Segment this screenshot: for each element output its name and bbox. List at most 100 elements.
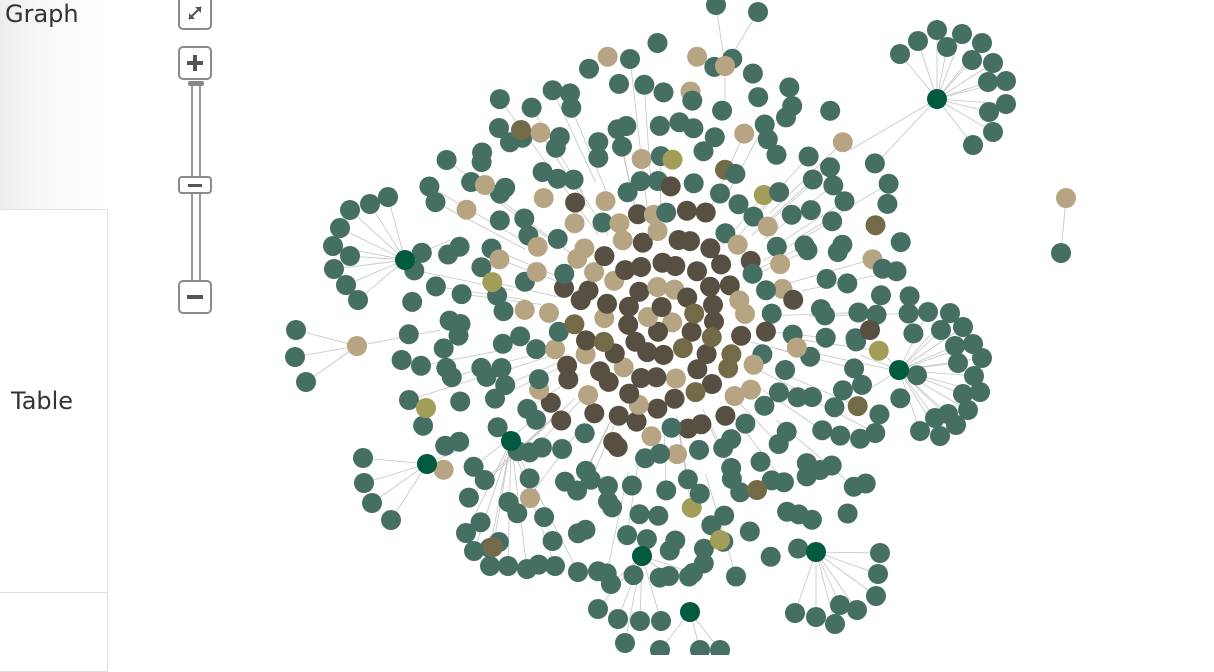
graph-node[interactable] (381, 510, 401, 530)
graph-node[interactable] (419, 177, 439, 197)
graph-node[interactable] (740, 522, 760, 542)
graph-node[interactable] (517, 399, 537, 419)
graph-node[interactable] (918, 302, 938, 322)
graph-node[interactable] (868, 564, 888, 584)
graph-node[interactable] (399, 390, 419, 410)
graph-node[interactable] (548, 229, 568, 249)
graph-node[interactable] (844, 477, 864, 497)
graph-node[interactable] (565, 213, 585, 233)
graph-node[interactable] (286, 320, 306, 340)
graph-node[interactable] (522, 98, 542, 118)
graph-node[interactable] (631, 171, 651, 191)
graph-node[interactable] (860, 320, 880, 340)
graph-node[interactable] (598, 476, 618, 496)
graph-node[interactable] (598, 47, 618, 67)
graph-node[interactable] (579, 281, 599, 301)
graph-node[interactable] (627, 412, 647, 432)
graph-node[interactable] (833, 132, 853, 152)
graph-node[interactable] (710, 184, 730, 204)
graph-node[interactable] (560, 83, 580, 103)
graph-node[interactable] (663, 150, 683, 170)
graph-node[interactable] (666, 369, 686, 389)
graph-node[interactable] (360, 194, 380, 214)
graph-node[interactable] (684, 304, 704, 324)
graph-node[interactable] (392, 350, 412, 370)
graph-node[interactable] (873, 259, 893, 279)
graph-node[interactable] (996, 71, 1016, 91)
graph-node[interactable] (715, 56, 735, 76)
graph-node[interactable] (630, 504, 650, 524)
graph-node[interactable] (788, 387, 808, 407)
graph-node[interactable] (806, 542, 826, 562)
graph-node[interactable] (806, 607, 826, 627)
graph-node[interactable] (756, 280, 776, 300)
graph-node[interactable] (656, 203, 676, 223)
graph-node[interactable] (489, 249, 509, 269)
graph-node[interactable] (579, 59, 599, 79)
graph-node[interactable] (641, 426, 661, 446)
graph-node[interactable] (748, 87, 768, 107)
graph-node[interactable] (652, 297, 672, 317)
graph-node[interactable] (711, 254, 731, 274)
graph-node[interactable] (647, 399, 667, 419)
graph-node[interactable] (545, 339, 565, 359)
graph-node[interactable] (450, 392, 470, 412)
graph-node[interactable] (624, 565, 644, 585)
graph-node[interactable] (637, 529, 657, 549)
graph-node[interactable] (564, 170, 584, 190)
graph-node[interactable] (528, 237, 548, 257)
graph-node[interactable] (411, 356, 431, 376)
graph-node[interactable] (450, 237, 470, 257)
graph-node[interactable] (801, 200, 821, 220)
graph-node[interactable] (648, 33, 668, 53)
graph-node[interactable] (554, 264, 574, 284)
graph-node[interactable] (816, 328, 836, 348)
graph-node[interactable] (908, 31, 928, 51)
graph-node[interactable] (782, 205, 802, 225)
graph-node[interactable] (728, 235, 748, 255)
graph-node[interactable] (756, 322, 776, 342)
graph-node[interactable] (726, 567, 746, 587)
graph-node[interactable] (615, 633, 635, 653)
graph-node[interactable] (788, 539, 808, 559)
graph-node[interactable] (758, 217, 778, 237)
graph-node[interactable] (498, 556, 518, 576)
graph-node[interactable] (687, 261, 707, 281)
graph-node[interactable] (890, 388, 910, 408)
graph-node[interactable] (817, 269, 837, 289)
graph-node[interactable] (953, 317, 973, 337)
graph-node[interactable] (501, 431, 521, 451)
graph-node[interactable] (457, 200, 477, 220)
graph-node[interactable] (803, 170, 823, 190)
graph-node[interactable] (527, 262, 547, 282)
graph-node[interactable] (963, 135, 983, 155)
graph-node[interactable] (787, 338, 807, 358)
graph-node[interactable] (347, 336, 367, 356)
graph-node[interactable] (629, 282, 649, 302)
graph-node[interactable] (520, 488, 540, 508)
graph-node[interactable] (632, 149, 652, 169)
graph-node[interactable] (618, 315, 638, 335)
graph-node[interactable] (545, 556, 565, 576)
graph-node[interactable] (962, 50, 982, 70)
graph-node[interactable] (395, 250, 415, 270)
graph-node[interactable] (952, 24, 972, 44)
graph-node[interactable] (631, 257, 651, 277)
graph-node[interactable] (833, 380, 853, 400)
graph-node[interactable] (613, 230, 633, 250)
graph-node[interactable] (665, 256, 685, 276)
graph-node[interactable] (507, 503, 527, 523)
graph-node[interactable] (340, 246, 360, 266)
graph-node[interactable] (296, 372, 316, 392)
graph-node[interactable] (825, 614, 845, 634)
graph-node[interactable] (490, 89, 510, 109)
graph-node[interactable] (490, 210, 510, 230)
graph-node[interactable] (555, 472, 575, 492)
graph-node[interactable] (654, 82, 674, 102)
graph-node[interactable] (417, 454, 437, 474)
graph-node[interactable] (597, 294, 617, 314)
graph-node[interactable] (491, 358, 511, 378)
graph-node[interactable] (551, 411, 571, 431)
graph-node[interactable] (710, 530, 730, 550)
graph-node[interactable] (510, 326, 530, 346)
